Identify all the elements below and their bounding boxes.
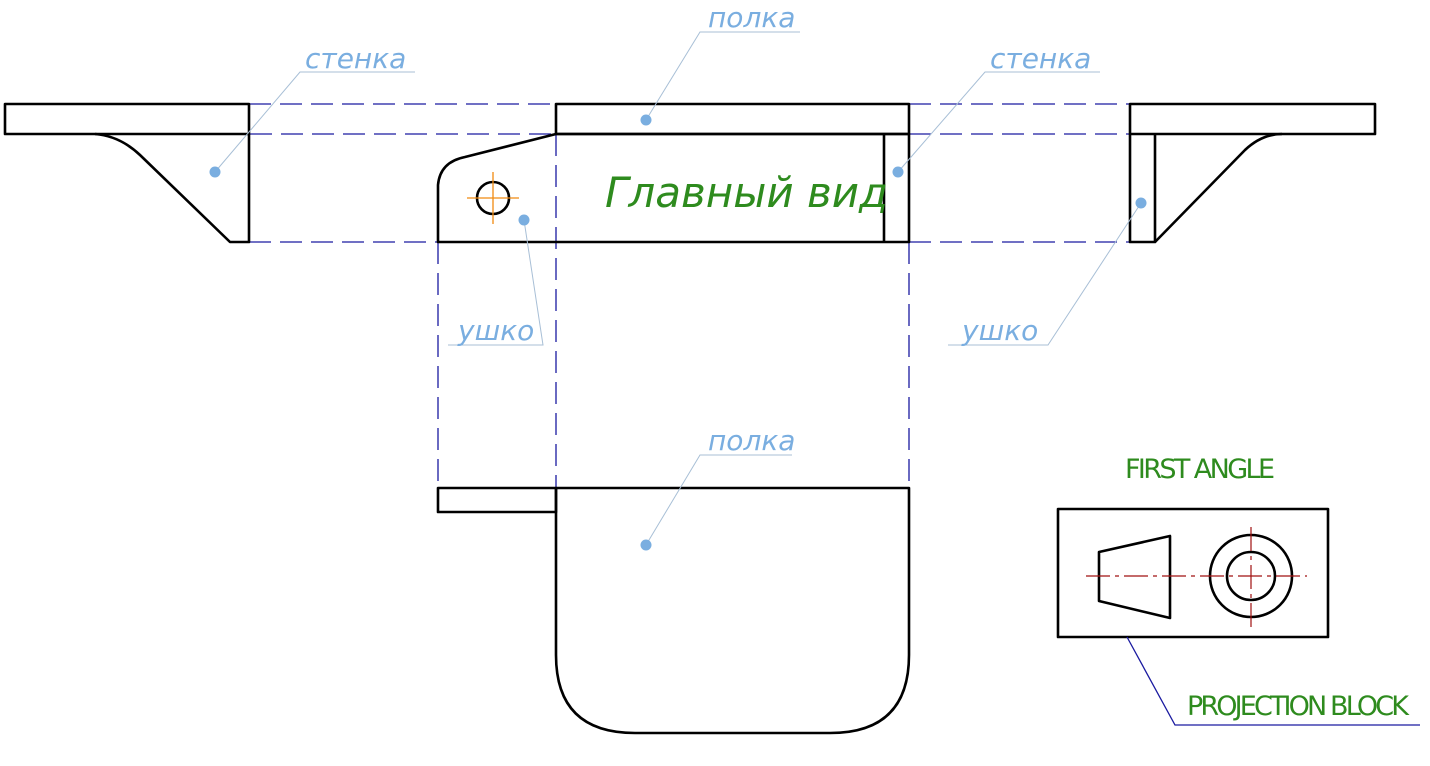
label-flange-top: полка bbox=[640, 1, 800, 126]
projection-caption: PROJECTION BLOCK bbox=[1187, 691, 1410, 722]
cone-side-icon bbox=[1097, 534, 1172, 620]
main-view: Главный вид bbox=[436, 102, 911, 244]
view-title: Главный вид bbox=[605, 168, 888, 217]
right-side-view bbox=[1128, 102, 1377, 244]
svg-text:полка: полка bbox=[708, 1, 795, 34]
projection-title: FIRST ANGLE bbox=[1125, 454, 1275, 485]
projection-block: FIRST ANGLE PROJECTION BLOCK bbox=[1056, 454, 1420, 726]
svg-text:ушко: ушко bbox=[457, 314, 534, 347]
left-side-view bbox=[3, 102, 251, 244]
plan-view bbox=[436, 486, 911, 735]
label-flange-bottom: полка bbox=[640, 424, 795, 551]
projection-lines bbox=[95, 103, 1130, 488]
label-web-right: стенка bbox=[892, 42, 1100, 178]
label-lug-left: ушко bbox=[448, 214, 544, 347]
label-lug-right: ушко bbox=[948, 197, 1147, 347]
label-web-left: стенка bbox=[209, 42, 415, 178]
svg-text:стенка: стенка bbox=[305, 42, 406, 75]
svg-text:стенка: стенка bbox=[990, 42, 1091, 75]
svg-text:полка: полка bbox=[708, 424, 795, 457]
svg-text:ушко: ушко bbox=[961, 314, 1038, 347]
hole-icon bbox=[467, 172, 519, 224]
